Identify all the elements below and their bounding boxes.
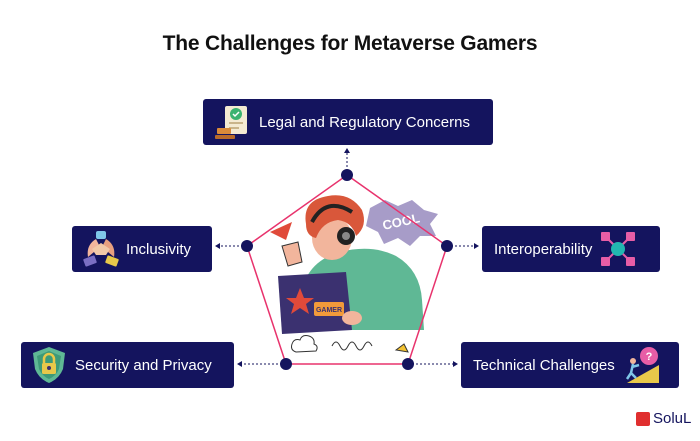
cloud-doodle-icon xyxy=(291,335,318,353)
node-top xyxy=(341,169,353,181)
gavel-document-icon xyxy=(215,106,247,139)
network-nodes-icon xyxy=(601,232,636,266)
card-security-privacy: Security and Privacy xyxy=(21,342,234,388)
hands-together-icon xyxy=(83,231,119,267)
gamer-fist xyxy=(281,241,303,267)
gamer-hand xyxy=(342,311,362,325)
node-right xyxy=(441,240,453,252)
swirl-doodle xyxy=(331,341,373,351)
card-interop-label: Interoperability xyxy=(494,240,593,258)
card-legal-label: Legal and Regulatory Concerns xyxy=(259,113,470,131)
card-inclusivity: Inclusivity xyxy=(72,226,212,272)
headphones-band xyxy=(310,203,354,224)
card-legal-regulatory: Legal and Regulatory Concerns xyxy=(203,99,493,145)
card-inclusivity-label: Inclusivity xyxy=(126,240,192,258)
card-technical-challenges: Technical Challenges ? xyxy=(461,342,679,388)
card-interoperability: Interoperability xyxy=(482,226,660,272)
pentagon-outline xyxy=(246,174,448,365)
laptop-star xyxy=(286,288,314,314)
red-flag-shape xyxy=(270,222,292,240)
laptop-sticker-text: GAMER xyxy=(316,307,342,314)
gamer-hair xyxy=(305,195,364,238)
bee-doodle-icon xyxy=(394,343,409,353)
diagram-title: The Challenges for Metaverse Gamers xyxy=(162,32,538,55)
gamer-illustration: COOL GAMER xyxy=(270,195,438,353)
arrow-interop xyxy=(474,243,479,249)
card-security-label: Security and Privacy xyxy=(75,356,212,374)
laptop-sticker xyxy=(314,302,344,316)
arrow-technical xyxy=(453,361,458,367)
cool-burst-shape xyxy=(366,200,438,246)
brand-logo-text: SoluL xyxy=(653,410,692,427)
question-climb-icon: ? xyxy=(625,347,659,383)
arrow-security xyxy=(237,361,242,367)
arrow-inclusivity xyxy=(215,243,220,249)
logo-mark-icon xyxy=(636,411,650,426)
node-bottom-right xyxy=(402,358,414,370)
node-bottom-left xyxy=(280,358,292,370)
card-technical-label: Technical Challenges xyxy=(473,356,615,374)
brand-logo: SoluL xyxy=(636,410,691,427)
shield-lock-icon xyxy=(33,347,65,383)
node-left xyxy=(241,240,253,252)
arrow-legal xyxy=(344,148,350,153)
svg-text:?: ? xyxy=(645,351,652,363)
